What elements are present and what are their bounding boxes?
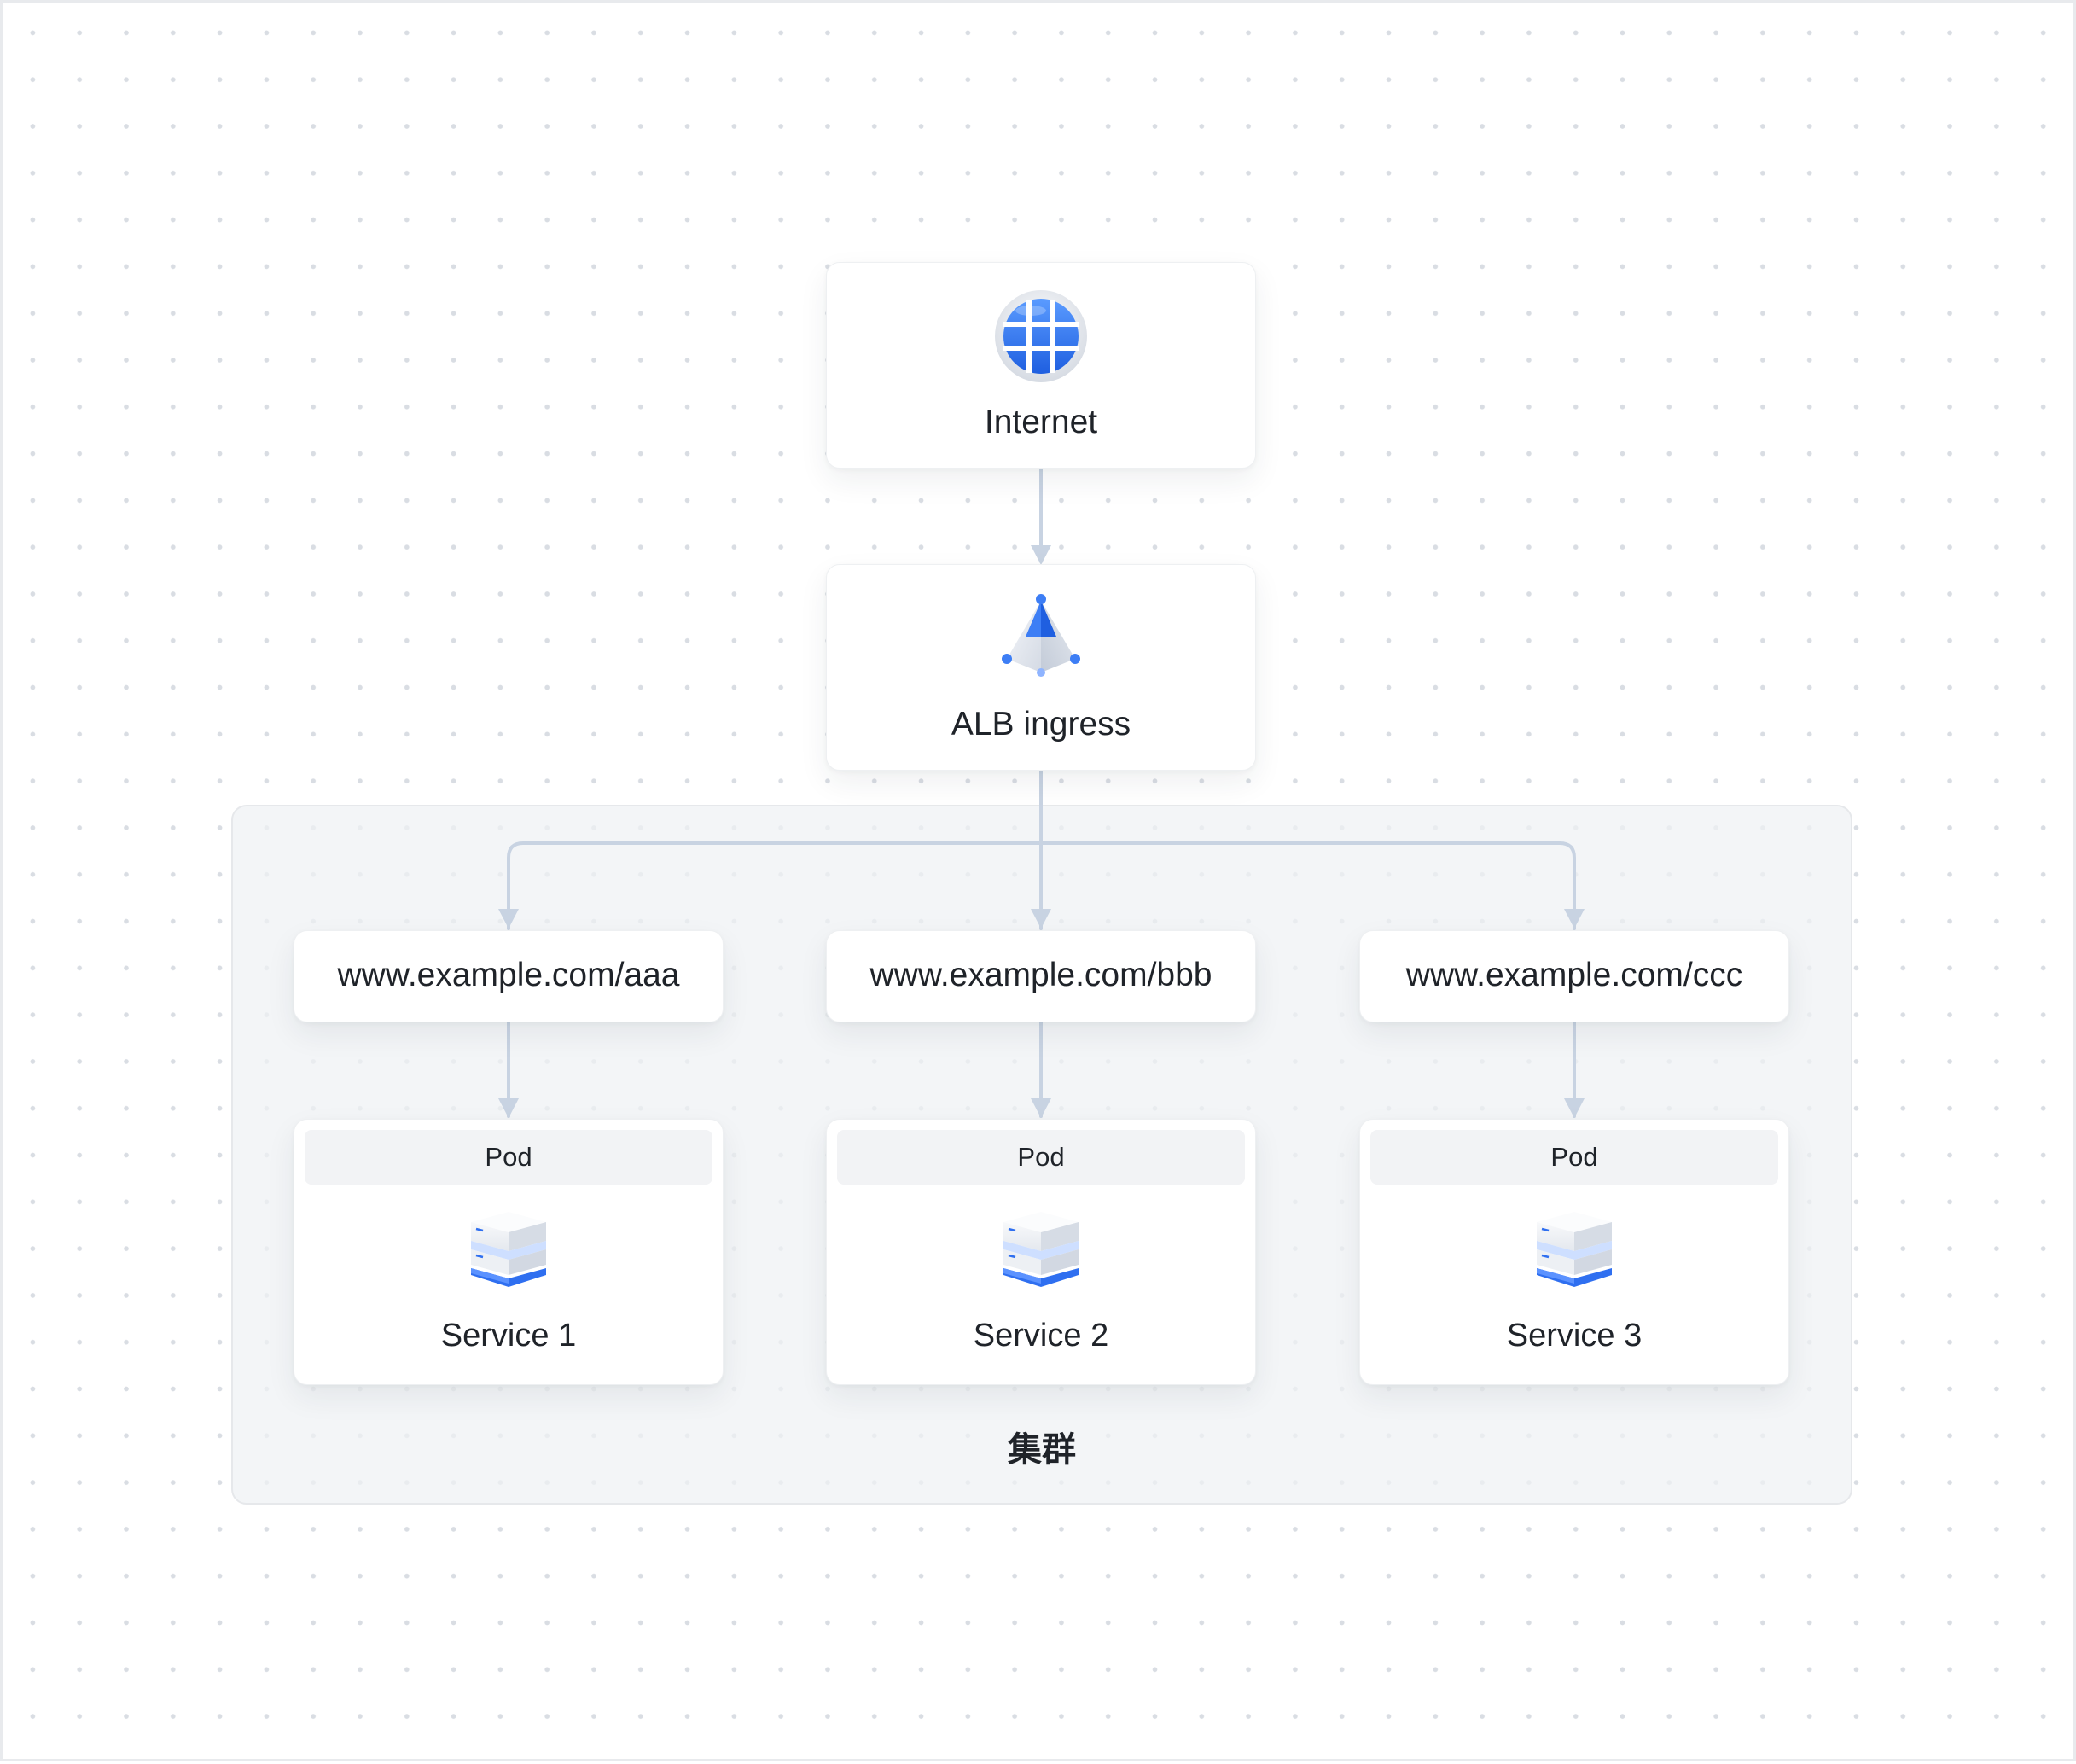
pod-card-3: Pod Service 3 — [1359, 1119, 1789, 1385]
arrowhead-pod-1 — [498, 1098, 519, 1118]
pod-card-1: Pod Service 1 — [294, 1119, 724, 1385]
route-card-ccc: www.example.com/ccc — [1359, 930, 1789, 1022]
arrowhead-route-aaa — [498, 909, 519, 929]
alb-ingress-node: ALB ingress — [826, 564, 1256, 771]
edge-alb-to-route-ccc — [1039, 841, 1576, 930]
arrowhead-pod-2 — [1031, 1098, 1051, 1118]
arrowhead-alb — [1031, 545, 1051, 565]
arrowhead-pod-3 — [1564, 1098, 1585, 1118]
pod-header: Pod — [1370, 1130, 1778, 1185]
server-stack-icon — [1003, 1212, 1079, 1287]
cluster-label: 集群 — [1008, 1431, 1076, 1469]
route-label: www.example.com/aaa — [337, 957, 680, 993]
pod-header: Pod — [837, 1130, 1245, 1185]
service-label: Service 1 — [440, 1318, 577, 1354]
load-balancer-pyramid-icon — [1002, 594, 1080, 677]
route-card-bbb: www.example.com/bbb — [826, 930, 1256, 1022]
service-label: Service 2 — [973, 1318, 1109, 1354]
server-stack-icon — [471, 1212, 546, 1287]
edge-alb-to-route-aaa — [507, 841, 1043, 930]
arrowhead-route-ccc — [1564, 909, 1585, 929]
route-label: www.example.com/bbb — [869, 957, 1212, 993]
server-stack-icon — [1537, 1212, 1612, 1287]
service-label: Service 3 — [1506, 1318, 1643, 1354]
alb-ingress-label: ALB ingress — [951, 706, 1131, 742]
connector-lines — [498, 467, 1585, 1118]
pod-header: Pod — [305, 1130, 712, 1185]
internet-node: Internet — [826, 262, 1256, 469]
arrowhead-route-bbb — [1031, 909, 1051, 929]
internet-label: Internet — [984, 404, 1098, 440]
pod-card-2: Pod Service 2 — [826, 1119, 1256, 1385]
route-card-aaa: www.example.com/aaa — [294, 930, 724, 1022]
route-label: www.example.com/ccc — [1405, 957, 1743, 993]
globe-icon — [995, 290, 1087, 382]
